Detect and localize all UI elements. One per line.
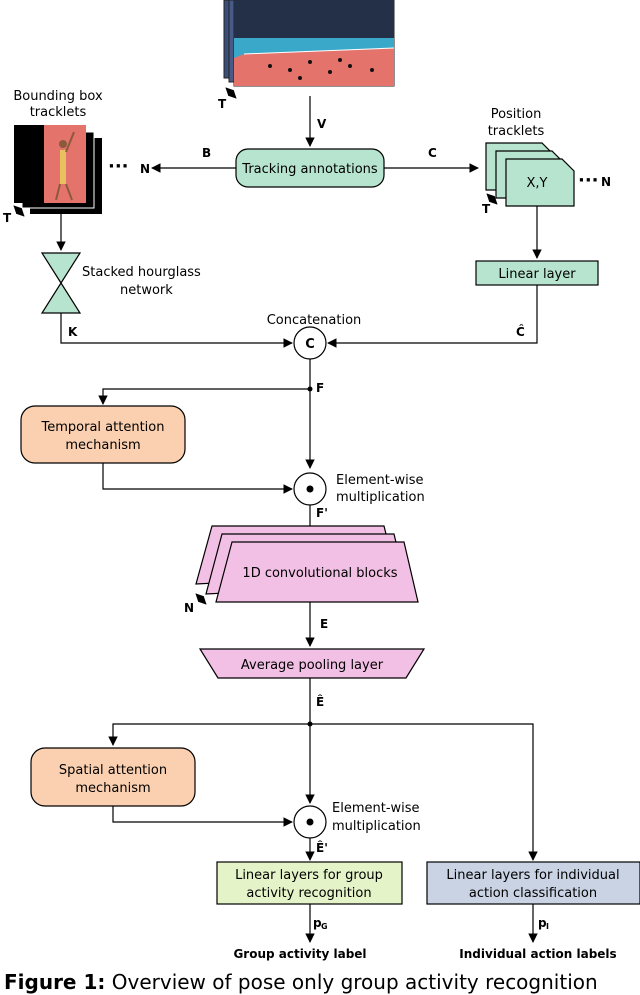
var-N-right: N [601, 175, 611, 189]
hourglass-label-1: Stacked hourglass [82, 265, 201, 280]
var-B: B [202, 146, 211, 160]
var-T-pos: T [482, 202, 491, 216]
avgpool-label: Average pooling layer [241, 658, 384, 673]
individual-output-label: Individual action labels [459, 947, 616, 961]
temporal-attention-box: Temporal attention mechanism [20, 405, 186, 464]
var-pG: p [313, 916, 322, 930]
bbox-tracklets-title-2: tracklets [30, 105, 87, 120]
architecture-diagram: T V Tracking annotations B N ··· C Bound… [3, 0, 640, 961]
linear-layer-box: Linear layer [475, 260, 599, 286]
var-pI-sub: I [546, 922, 549, 931]
var-N-left: N [140, 162, 150, 176]
bbox-tracklets-image [14, 125, 102, 214]
arrow-linear-to-concat [327, 285, 538, 348]
arrow-to-temporal-attention [98, 388, 310, 405]
ew2-label-2: multiplication [332, 819, 421, 834]
conv-blocks-stack: 1D convolutional blocks [195, 525, 419, 603]
ew2-label-1: Element-wise [332, 801, 420, 816]
var-K: K [68, 325, 78, 339]
arrow-temporal-to-ew1 [102, 463, 293, 494]
tracking-annotations-box: Tracking annotations [235, 148, 385, 188]
indiv-label-2: action classification [469, 886, 597, 901]
var-V: V [317, 117, 327, 131]
position-tracklets-title-2: tracklets [488, 124, 545, 139]
ew1-label-2: multiplication [336, 490, 425, 505]
xy-label: X,Y [527, 176, 548, 191]
arrow-spatial-to-ew2 [112, 806, 293, 827]
spatial-label-2: mechanism [75, 781, 150, 796]
conv-label: 1D convolutional blocks [242, 566, 397, 581]
temporal-label-2: mechanism [65, 438, 140, 453]
video-time-axis: T [218, 87, 237, 111]
caption-prefix: Figure 1: [4, 970, 106, 994]
var-F: F [316, 381, 324, 395]
group-classifier-box: Linear layers for group activity recogni… [216, 861, 403, 905]
ew1-label-1: Element-wise [336, 473, 424, 488]
var-T-bbox: T [3, 211, 12, 225]
var-C: C [428, 146, 437, 160]
arrow-to-individual-classifier [310, 723, 538, 861]
var-C-hat: Ĉ [516, 324, 525, 339]
group-label-2: activity recognition [246, 886, 371, 901]
hourglass-network-shape [40, 252, 82, 314]
arrow-hourglass-to-concat [60, 313, 293, 348]
position-tracklets-stack: X,Y [485, 142, 575, 207]
var-N-conv: N [184, 601, 194, 615]
var-E-hat-prime: Ê' [316, 840, 328, 855]
individual-classifier-box: Linear layers for individual action clas… [426, 861, 640, 905]
average-pooling-box: Average pooling layer [198, 648, 426, 679]
hourglass-label-2: network [120, 283, 173, 298]
figure-caption: Figure 1: Overview of pose only group ac… [4, 970, 640, 994]
conv-N-axis: N [184, 593, 207, 615]
var-pG-sub: G [321, 922, 328, 931]
spatial-attention-box: Spatial attention mechanism [30, 747, 196, 807]
var-pI: p [538, 916, 547, 930]
var-E: E [320, 617, 328, 631]
var-E-hat: Ê [316, 694, 324, 709]
caption-text: Overview of pose only group activity rec… [111, 970, 598, 994]
bbox-time-axis: T [3, 205, 25, 225]
position-time-axis: T [482, 193, 498, 216]
concatenation-node: C [293, 326, 327, 360]
group-label-1: Linear layers for group [235, 868, 383, 883]
temporal-label-1: Temporal attention [41, 420, 165, 435]
spatial-label-1: Spatial attention [59, 763, 167, 778]
elementwise-mult-node-2 [293, 805, 327, 839]
indiv-label-1: Linear layers for individual [446, 868, 619, 883]
linear-layer-label: Linear layer [498, 267, 576, 282]
concatenation-label: Concatenation [267, 313, 362, 328]
position-tracklets-title-1: Position [491, 107, 542, 122]
video-frames-image [223, 0, 395, 87]
dots-right: ··· [578, 170, 599, 191]
elementwise-mult-node-1 [293, 472, 327, 506]
tracking-label: Tracking annotations [241, 162, 378, 177]
var-F-prime: F' [316, 506, 328, 520]
var-T-video: T [218, 97, 227, 111]
concat-symbol: C [305, 337, 315, 352]
arrow-to-spatial-attention [108, 723, 310, 746]
bbox-tracklets-title-1: Bounding box [13, 89, 103, 104]
group-output-label: Group activity label [233, 947, 366, 961]
dots-left: ··· [108, 156, 129, 177]
